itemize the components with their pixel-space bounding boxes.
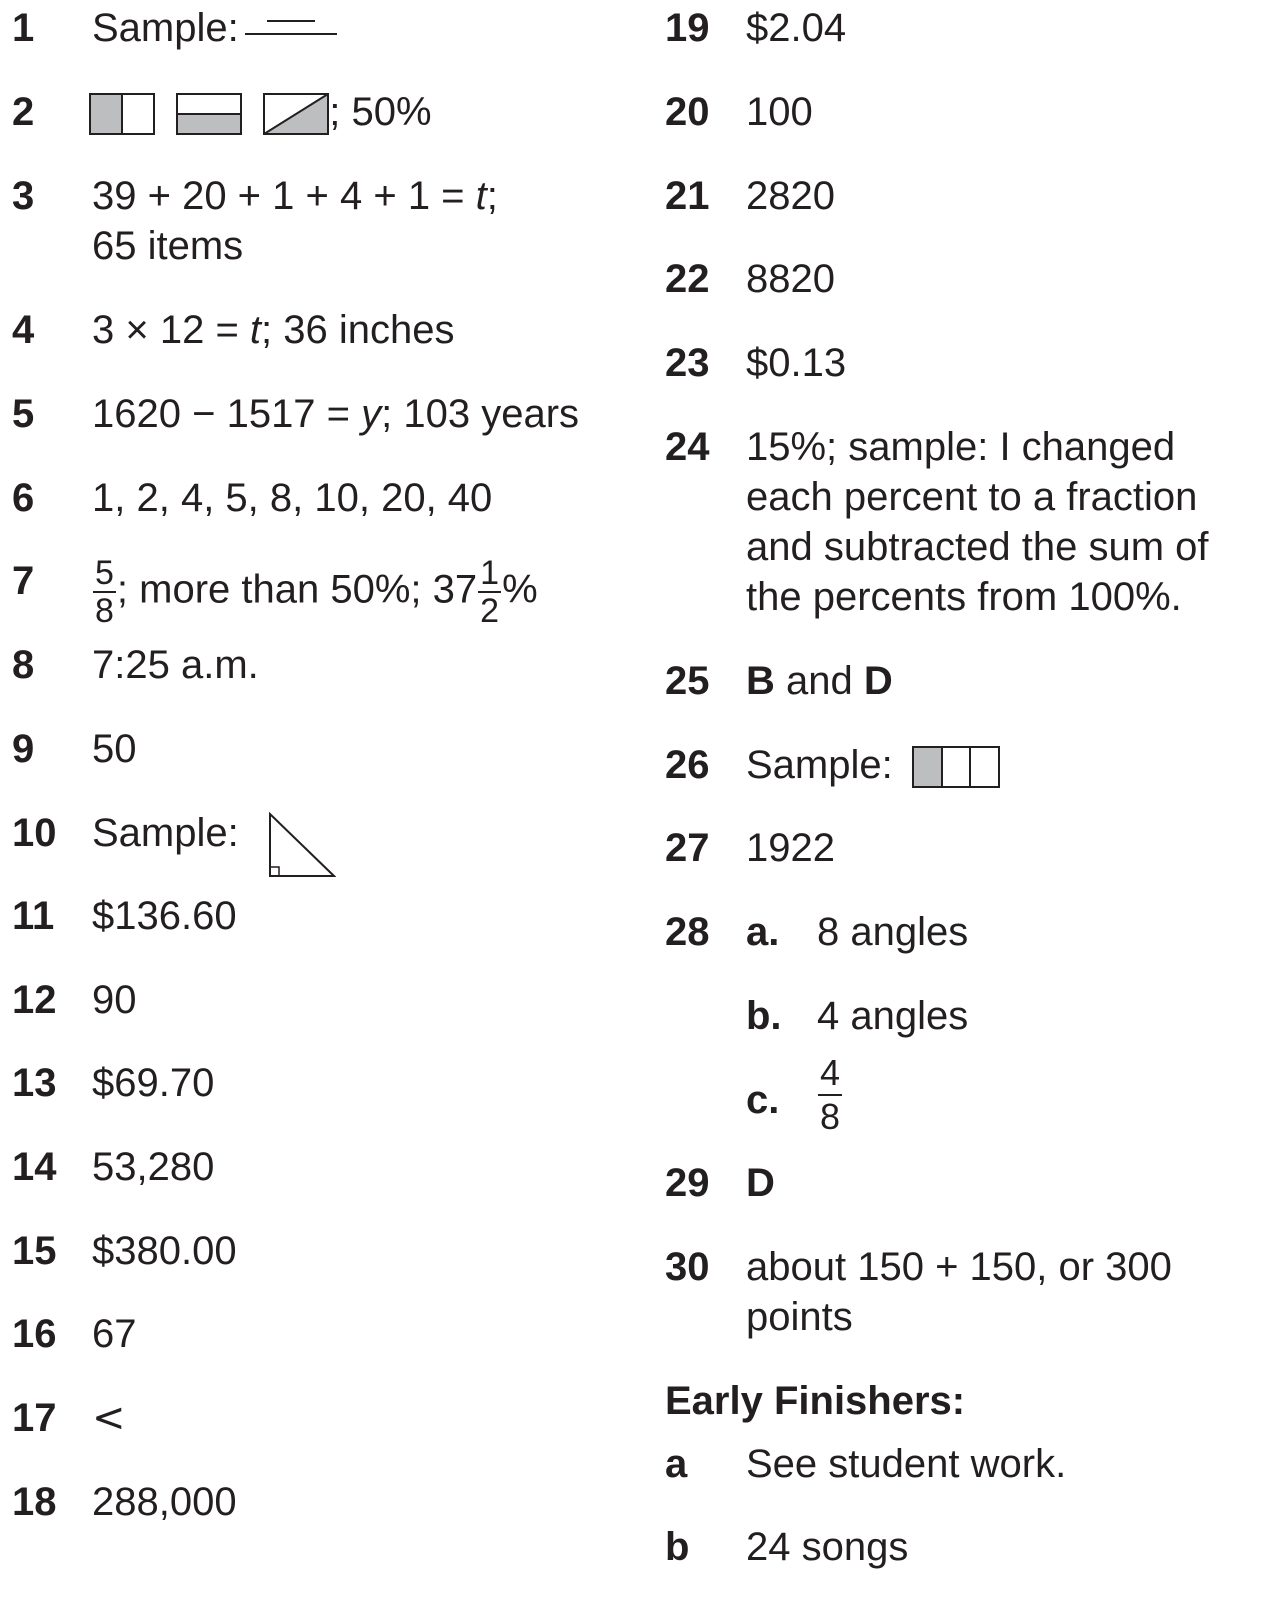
- thirds-shaded-icon: [911, 746, 1000, 789]
- answer-number: 27: [665, 826, 710, 870]
- answer-text: 50: [92, 727, 137, 771]
- answer-number: 2: [12, 90, 35, 134]
- answer-number: 16: [12, 1312, 57, 1356]
- answer-text: 39 + 20 + 1 + 4 + 1 = t;65 items: [92, 174, 498, 268]
- answer-number: 25: [665, 659, 710, 703]
- answer-number: 19: [665, 6, 710, 50]
- answer-number: 12: [12, 978, 57, 1022]
- halves-vertical-icon: [89, 93, 155, 136]
- answer-text: $2.04: [746, 6, 847, 50]
- answer-label: a: [665, 1442, 688, 1486]
- answer-number: 14: [12, 1145, 57, 1189]
- answer-text: $136.60: [92, 894, 237, 938]
- answer-number: 26: [665, 743, 710, 787]
- answer-number: 7: [12, 559, 35, 603]
- answer-text: 90: [92, 978, 137, 1022]
- answer-number: 30: [665, 1245, 710, 1289]
- answer-text: See student work.: [746, 1442, 1067, 1486]
- answer-text: 2820: [746, 174, 835, 218]
- answer-text: D: [746, 1161, 775, 1205]
- answer-text: Sample:: [92, 808, 337, 878]
- answer-text: ; 50%: [89, 87, 432, 137]
- answer-number: 10: [12, 811, 57, 855]
- answer-label: b: [665, 1525, 690, 1569]
- answer-text: 24 songs: [746, 1525, 909, 1569]
- answer-text: $69.70: [92, 1061, 215, 1105]
- answer-number: 13: [12, 1061, 57, 1105]
- answer-number: 15: [12, 1229, 57, 1273]
- answer-number: 28: [665, 910, 710, 954]
- answer-text: 1, 2, 4, 5, 8, 10, 20, 40: [92, 476, 493, 520]
- early-finishers-heading: Early Finishers:: [665, 1379, 966, 1423]
- answer-number: 11: [12, 894, 55, 938]
- answer-number: 18: [12, 1480, 57, 1524]
- answer-number: 22: [665, 257, 710, 301]
- answer-text: 100: [746, 90, 813, 134]
- answer-number: 8: [12, 643, 35, 687]
- answer-text: 1922: [746, 826, 835, 870]
- answer-number: 24: [665, 425, 710, 469]
- answer-text: 288,000: [92, 1480, 237, 1524]
- answer-number: 4: [12, 308, 35, 352]
- halves-diagonal-icon: [263, 93, 330, 136]
- answer-number: 6: [12, 476, 35, 520]
- answer-number: 1: [12, 6, 35, 50]
- answer-text: B and D: [746, 659, 893, 703]
- answer-number: 5: [12, 392, 35, 436]
- answer-number: 23: [665, 341, 710, 385]
- fraction-blank-icon: [244, 3, 337, 35]
- answer-text: Sample:: [92, 3, 337, 53]
- answer-number: 3: [12, 174, 35, 218]
- answer-text: 67: [92, 1312, 137, 1356]
- answer-number: 9: [12, 727, 35, 771]
- answer-text: 1620 − 1517 = y; 103 years: [92, 392, 580, 436]
- answer-text: 53,280: [92, 1145, 215, 1189]
- halves-horizontal-icon: [176, 93, 243, 136]
- answer-number: 20: [665, 90, 710, 134]
- answer-text: <: [92, 1395, 126, 1441]
- answer-number: 29: [665, 1161, 710, 1205]
- right-triangle-icon: [268, 811, 337, 877]
- answer-text: 8820: [746, 257, 835, 301]
- answer-number: 21: [665, 174, 710, 218]
- answer-number: 17: [12, 1396, 57, 1440]
- answer-text: 7:25 a.m.: [92, 643, 259, 687]
- answer-text: Sample:: [746, 740, 1000, 790]
- answer-text: $380.00: [92, 1229, 237, 1273]
- answer-text: $0.13: [746, 341, 847, 385]
- answer-text: 3 × 12 = t; 36 inches: [92, 308, 455, 352]
